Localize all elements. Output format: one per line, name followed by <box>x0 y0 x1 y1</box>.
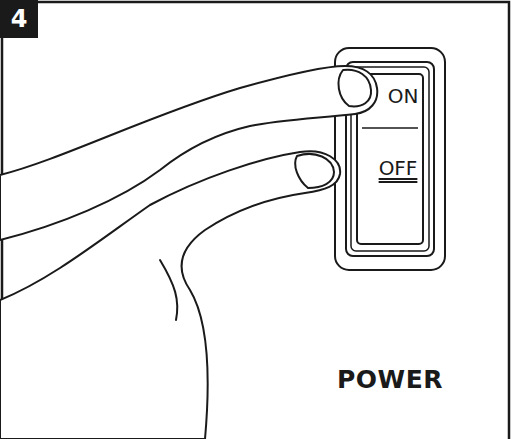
rocker-switch: ON OFF <box>357 74 439 244</box>
step-number-box: 4 <box>0 0 38 38</box>
middle-finger <box>0 151 340 439</box>
switch-on-text: ON <box>357 86 439 106</box>
rocker-divider <box>362 127 418 129</box>
switch-off-text: OFF <box>357 156 439 180</box>
step-number: 4 <box>11 7 28 31</box>
switch-plate <box>335 48 445 270</box>
middle-fingernail <box>295 154 334 188</box>
index-fingernail <box>338 70 371 107</box>
switch-label: POWER <box>337 365 443 394</box>
knuckle-crease <box>160 260 177 320</box>
